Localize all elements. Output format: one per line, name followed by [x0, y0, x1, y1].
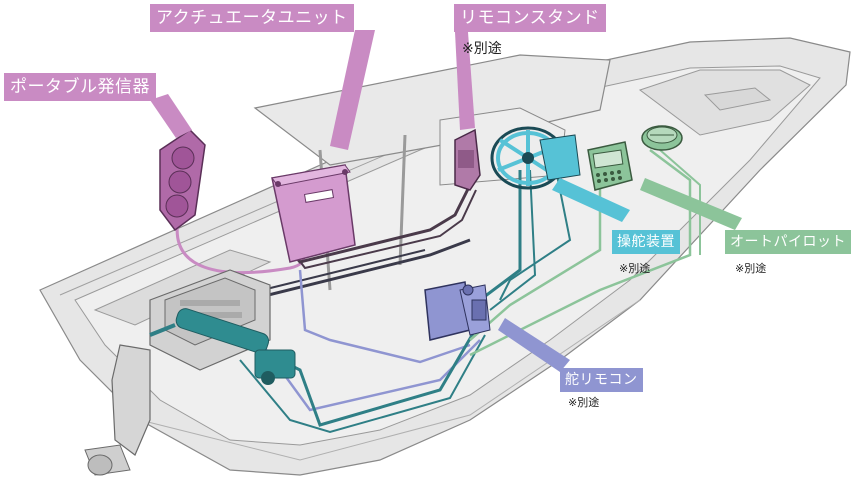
pointer-transmitter: [150, 94, 192, 138]
label-portable-transmitter: ポータブル発信器: [4, 73, 156, 101]
hydraulic-cylinder: [149, 308, 296, 385]
autopilot-line-3: [659, 149, 701, 255]
note-rudder-remote: ※別途: [568, 396, 600, 409]
cable-actuator-remote-2: [295, 189, 477, 270]
rudder-remote-unit: [424, 281, 491, 341]
pointer-remote-stand: [455, 32, 475, 130]
cylinder-body: [175, 308, 270, 354]
cables: [175, 149, 701, 434]
hydraulic-line-4: [239, 334, 486, 434]
hydraulic-line-1: [479, 170, 522, 302]
cylinder-pump: [254, 349, 296, 379]
hydraulic-line-2: [489, 169, 537, 311]
remote-control-stand: [454, 128, 481, 191]
actuator-unit: [271, 164, 356, 263]
label-actuator-unit: アクチュエータユニット: [150, 4, 354, 32]
pointer-actuator: [330, 30, 375, 150]
engine-ribs: [180, 300, 240, 306]
autopilot-line-2: [469, 149, 692, 357]
canopy-post-2: [398, 134, 407, 266]
pointer-autopilot: [640, 178, 742, 230]
portable-transmitter: [159, 129, 206, 232]
prop-hub: [87, 454, 113, 476]
label-rudder-remote: 舵リモコン: [560, 368, 643, 392]
steering-helm: [490, 126, 581, 190]
outboard-leg: [111, 344, 151, 456]
pointer-steering: [552, 178, 630, 222]
cable-engine-dark: [239, 238, 471, 304]
callout-pointers: [150, 30, 742, 372]
compass: [641, 125, 683, 151]
note-remote-stand: ※別途: [462, 41, 502, 57]
pointer-rudder: [498, 318, 570, 372]
label-steering-device: 操舵装置: [612, 230, 680, 254]
label-remote-stand: リモコンスタンド: [454, 4, 606, 32]
label-autopilot: オートパイロット: [725, 230, 851, 254]
autopilot-line-1: [469, 175, 602, 341]
hydraulic-line-5: [499, 164, 572, 301]
note-autopilot: ※別途: [735, 262, 767, 275]
bow-hatch: [703, 87, 772, 111]
autopilot-display: [587, 141, 633, 191]
note-steering-device: ※別途: [619, 262, 651, 275]
cable-rudder-remote: [298, 269, 471, 364]
